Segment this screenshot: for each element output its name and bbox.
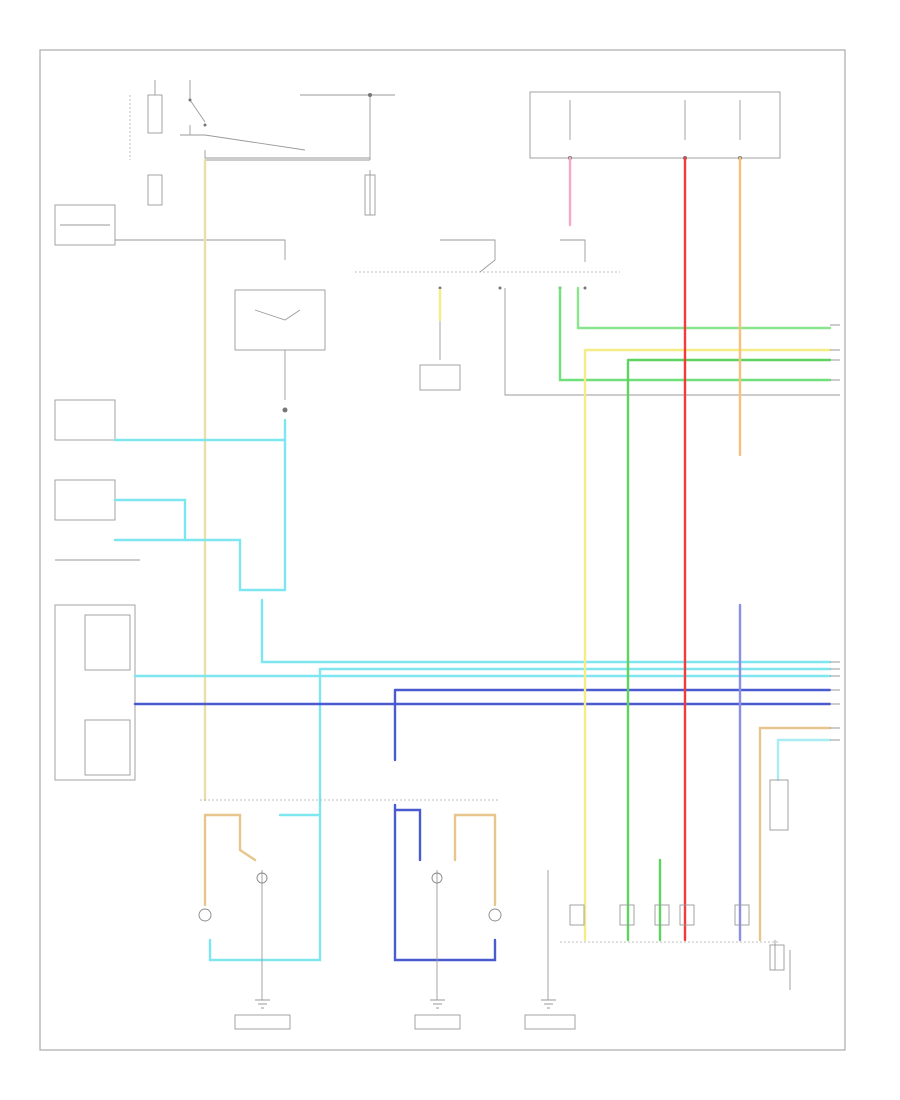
wire-yellow-1	[583, 348, 832, 942]
trailer-brake-module	[769, 779, 789, 971]
ground-g1	[234, 999, 291, 1030]
wire-lightblue-2	[113, 498, 187, 542]
right-edge-connectors	[830, 324, 840, 741]
wire-green-1	[558, 286, 832, 382]
instrument-panel-cluster	[54, 604, 136, 781]
turn-hazard-switch	[355, 239, 830, 396]
fuse-block-top-right	[529, 91, 781, 160]
brake-switch	[234, 289, 326, 413]
trailer-relay	[205, 93, 395, 216]
wire-green-3	[626, 358, 832, 942]
wire-darkblue-2	[393, 688, 832, 762]
wire-lightblue-lamp	[208, 798, 322, 962]
wire-tan-lamp-right	[453, 813, 497, 907]
wire-green-2	[576, 286, 832, 330]
relay-top-left	[129, 80, 370, 160]
trailer-connector	[569, 904, 750, 926]
lh-left-turn-lamp	[54, 399, 116, 441]
ground-g2	[414, 999, 461, 1030]
rh-right-turn-lamp	[54, 479, 116, 521]
wire-tan-right	[758, 726, 832, 942]
ground-wire-tbm	[774, 940, 791, 990]
left-rear-lamp-assy	[198, 872, 268, 922]
diagram-border	[39, 49, 846, 1051]
wire-lightblue-3	[113, 438, 287, 592]
wire-lightblue-1	[113, 418, 287, 442]
wire-darkblue-3	[393, 803, 497, 962]
left-connector-box	[54, 174, 286, 260]
wire-tan-lamp-left	[203, 813, 257, 907]
wire-darkblue-4	[393, 808, 422, 862]
right-rear-lamp-assy	[431, 872, 502, 922]
wire-lightblue-right	[776, 738, 832, 782]
ground-small-center	[419, 320, 461, 391]
wire-lightblue-4	[260, 598, 832, 664]
ground-g3	[524, 999, 576, 1030]
